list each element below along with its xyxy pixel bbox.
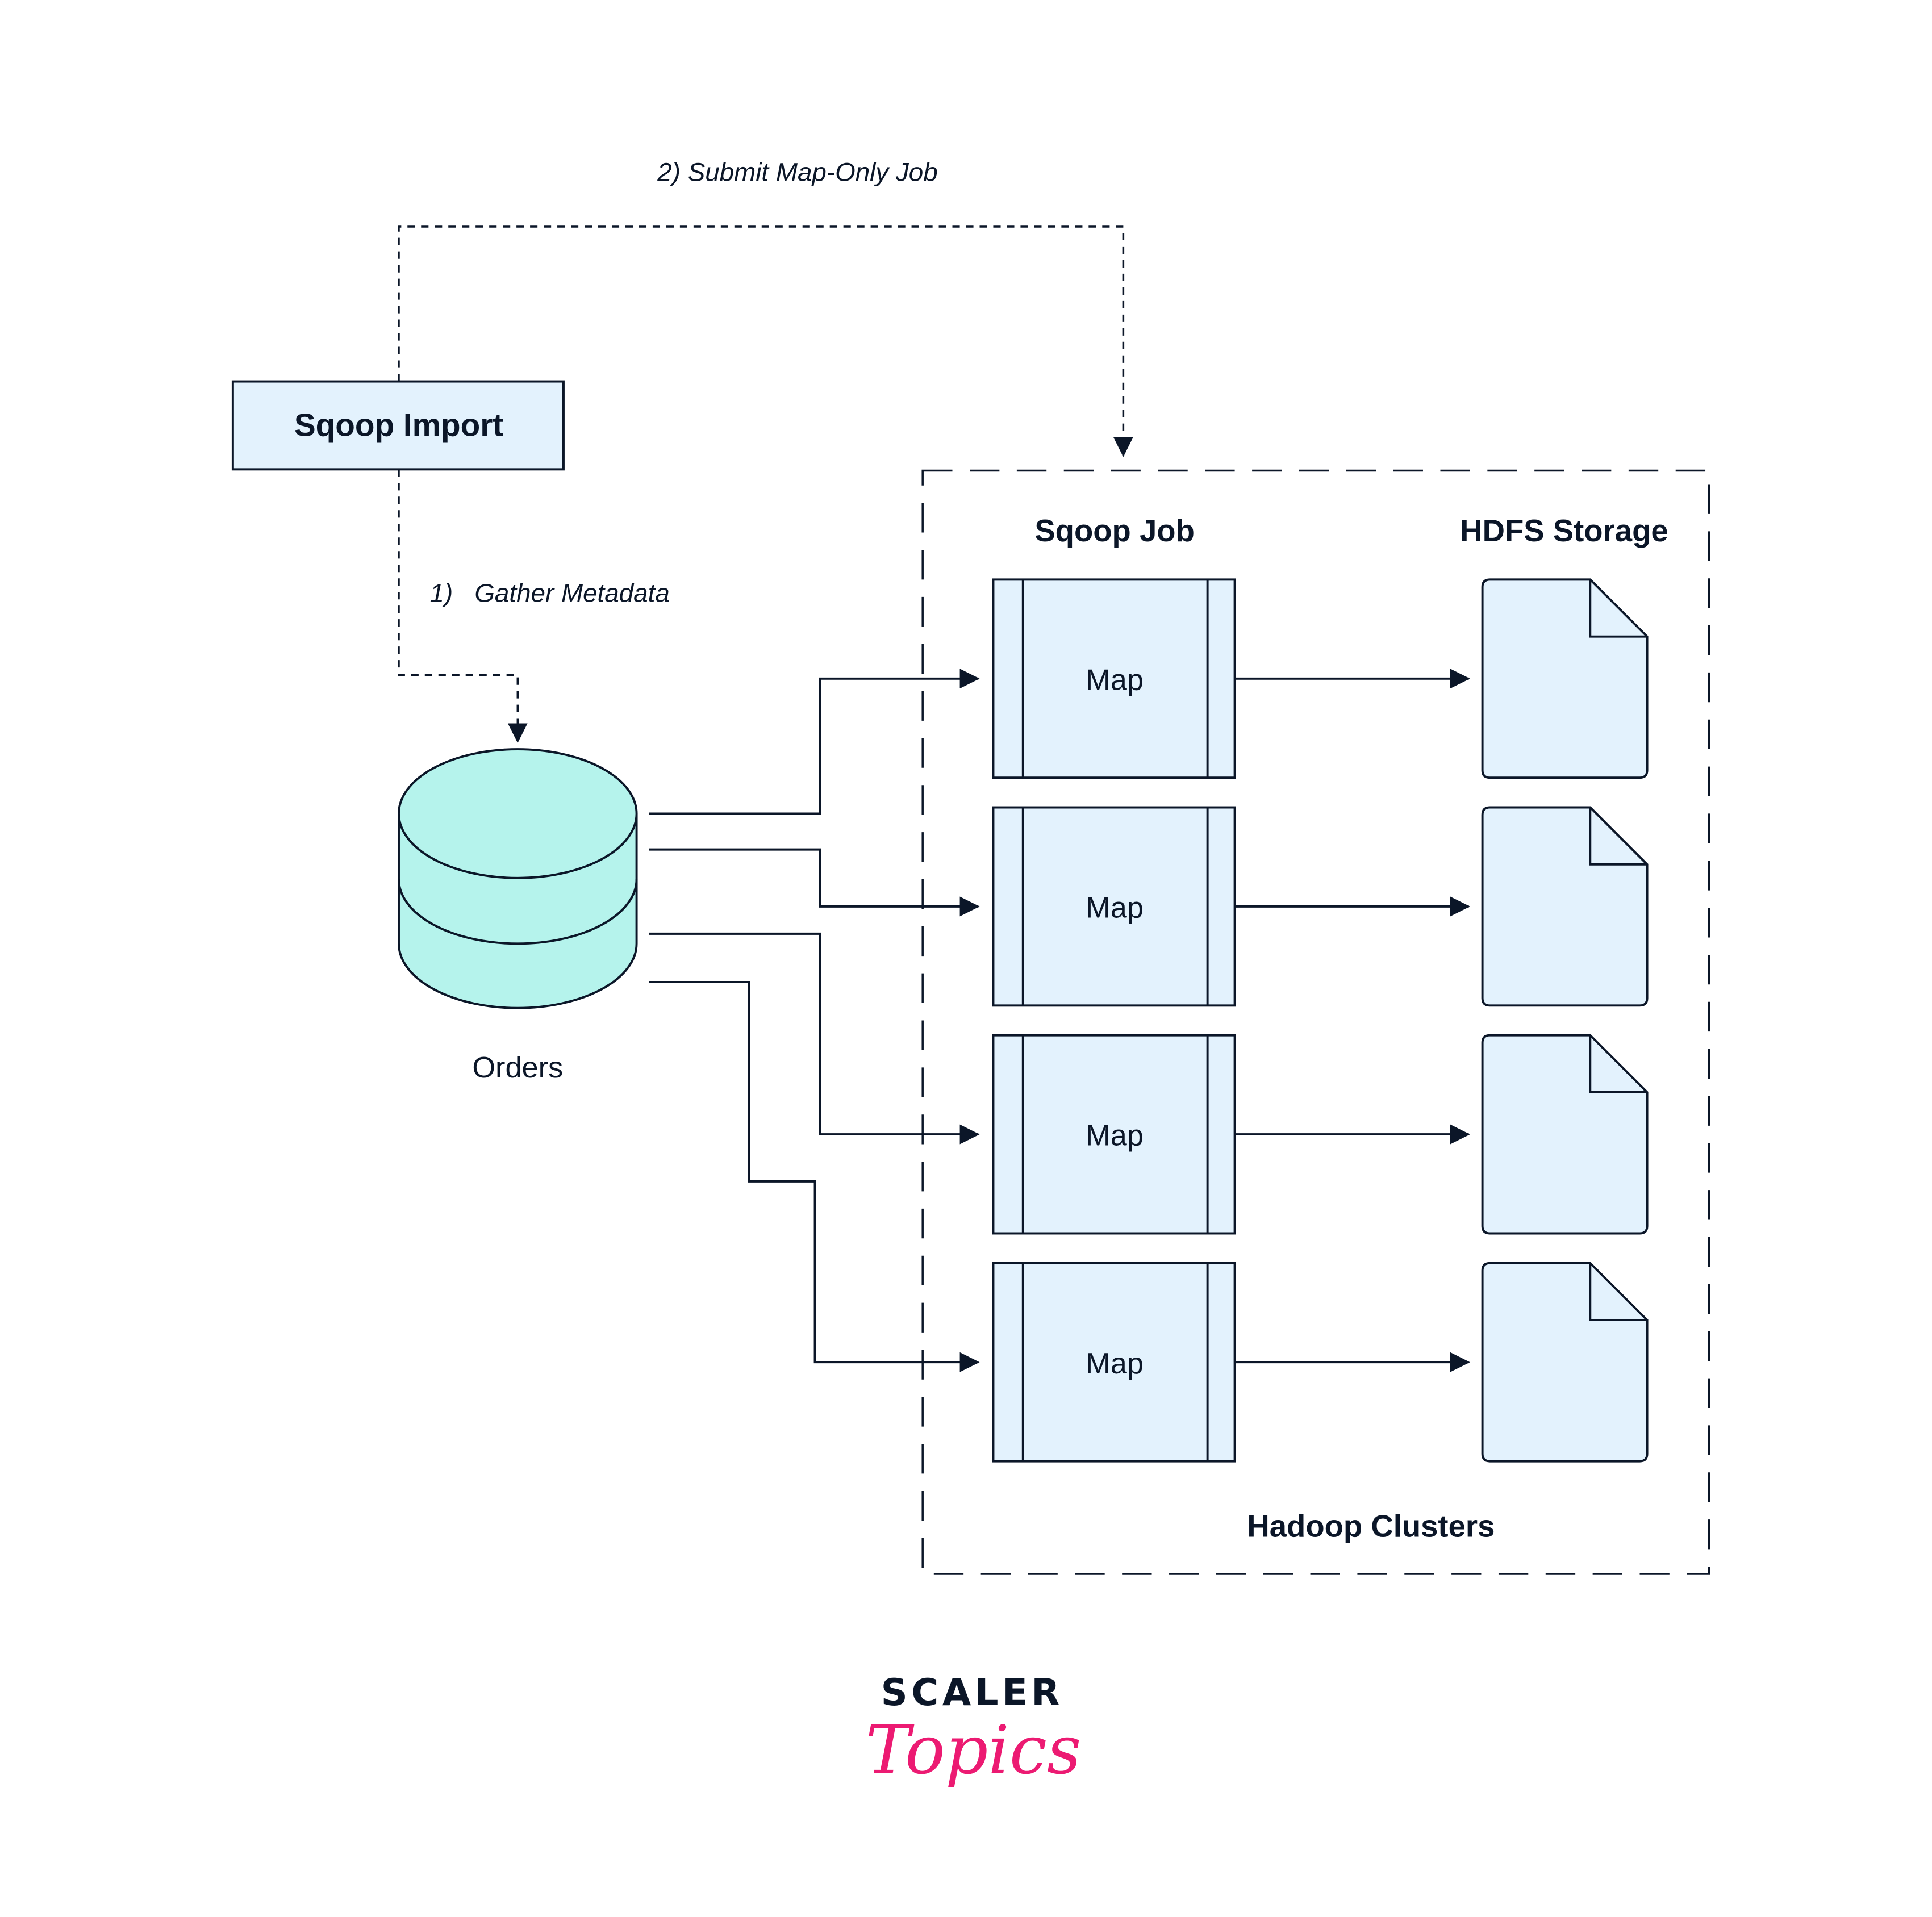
map-task-4 — [992, 1262, 1236, 1463]
logo-scaler-text: SCALER — [881, 1671, 1064, 1714]
db-to-map-3-connector — [649, 932, 980, 1145]
map-task-label: Map — [1086, 1120, 1144, 1152]
db-to-map-1-connector — [649, 669, 980, 815]
hdfs-file-icon — [1481, 806, 1649, 1007]
scaler-topics-logo: SCALER Topics — [866, 1671, 1082, 1789]
gather-metadata-label: 1) Gather Metadata — [430, 579, 670, 608]
sqoop-import-node: Sqoop Import — [231, 380, 565, 471]
file-fold-icon — [1589, 1035, 1647, 1093]
orders-label: Orders — [472, 1051, 563, 1084]
hdfs-storage-header: HDFS Storage — [1460, 513, 1668, 548]
gather-metadata-connector — [398, 469, 528, 744]
db-to-map-4-connector — [649, 980, 980, 1372]
file-fold-icon — [1589, 1263, 1647, 1322]
map-task-2 — [992, 806, 1236, 1007]
hdfs-file-icon — [1481, 578, 1649, 779]
orders-database-icon — [398, 748, 638, 1009]
hadoop-cluster-boundary — [921, 469, 1710, 1575]
hdfs-file-icon — [1481, 1034, 1649, 1235]
hadoop-clusters-label: Hadoop Clusters — [1247, 1509, 1495, 1544]
sqoop-import-label: Sqoop Import — [294, 407, 503, 443]
map-task-label: Map — [1086, 663, 1144, 696]
map-task-label: Map — [1086, 892, 1144, 925]
sqoop-job-header: Sqoop Job — [1034, 513, 1195, 548]
file-fold-icon — [1589, 579, 1647, 638]
file-fold-icon — [1589, 807, 1647, 866]
map-task-3 — [992, 1034, 1236, 1235]
db-to-map-2-connector — [649, 848, 980, 917]
map-task-label: Map — [1086, 1347, 1144, 1380]
logo-topics-text: Topics — [866, 1711, 1082, 1789]
submit-job-label: 2) Submit Map-Only Job — [657, 157, 937, 186]
hdfs-file-icon — [1481, 1262, 1649, 1463]
